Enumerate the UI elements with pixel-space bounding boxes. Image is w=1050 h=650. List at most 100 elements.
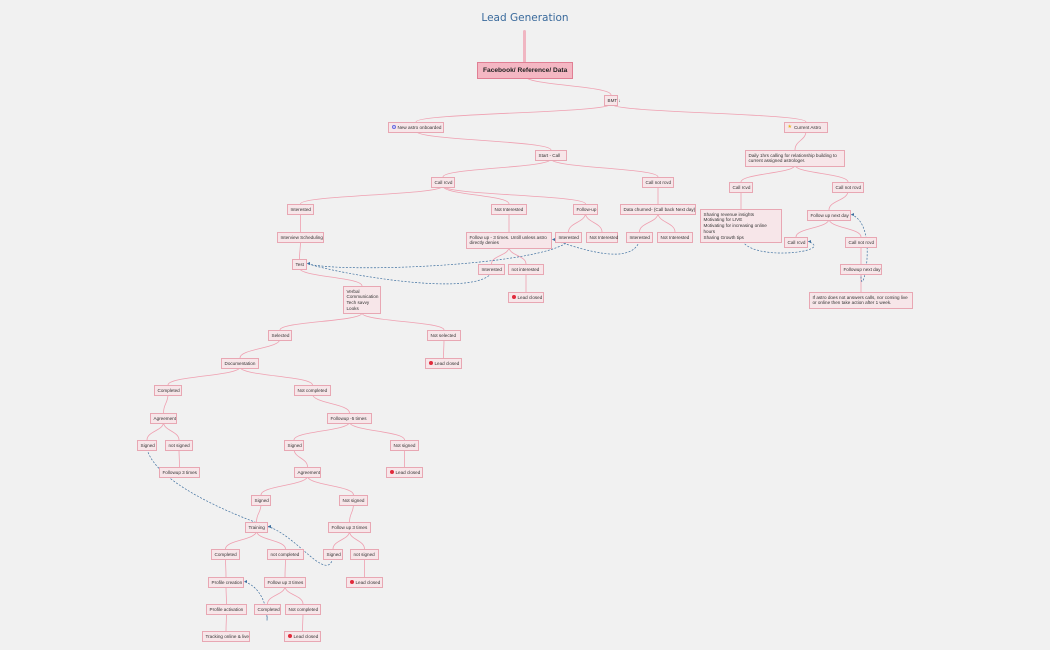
node-leadclosed5[interactable]: Lead closed bbox=[284, 631, 321, 642]
edge-daily-notrcvd2 bbox=[794, 164, 849, 183]
node-label: Signed bbox=[287, 442, 302, 448]
node-f3_int[interactable]: Interested bbox=[478, 264, 505, 275]
root-stem bbox=[523, 30, 526, 63]
node-profilecreation[interactable]: Profile creation bbox=[208, 577, 244, 588]
node-leadclosed4[interactable]: Lead closed bbox=[346, 577, 383, 588]
node-notcompleted1[interactable]: Not completed bbox=[294, 385, 331, 396]
node-notinterested[interactable]: Not Interested bbox=[491, 204, 527, 215]
node-label: not interested bbox=[511, 266, 540, 272]
node-leadclosed2[interactable]: Lead closed bbox=[425, 358, 462, 369]
node-churned[interactable]: Data churned- (Call back Next day) bbox=[620, 204, 696, 215]
node-completed1[interactable]: Completed bbox=[154, 385, 182, 396]
node-documentation[interactable]: Documentation bbox=[221, 358, 259, 369]
edge-verbal-notselected bbox=[361, 312, 445, 331]
node-leadclosed1[interactable]: Lead closed bbox=[508, 292, 544, 303]
edge-churned-ch_notint bbox=[657, 212, 676, 233]
edge-completed1-agreement1 bbox=[163, 393, 169, 414]
node-interested[interactable]: Interested bbox=[287, 204, 314, 215]
node-label: Lead closed bbox=[517, 294, 543, 300]
node-daily[interactable]: Daily 1hrs calling for relationship buil… bbox=[745, 150, 845, 167]
node-new[interactable]: New astro onboarded bbox=[388, 122, 444, 133]
node-astronote[interactable]: If astro does not answers calls, nor com… bbox=[809, 292, 913, 309]
node-signed2[interactable]: Signed bbox=[284, 440, 304, 451]
node-label: Completed bbox=[214, 551, 237, 557]
node-label: Test bbox=[295, 261, 304, 267]
node-label: Profile activation bbox=[209, 606, 244, 612]
node-label: Call not rcvd bbox=[835, 184, 862, 190]
node-notselected[interactable]: Not selected bbox=[427, 330, 461, 341]
node-profileactivation[interactable]: Profile activation bbox=[206, 604, 247, 615]
node-verbal[interactable]: Verbal Communication Tech savvy Looks bbox=[343, 286, 381, 315]
arrow-head-icon bbox=[851, 213, 854, 216]
node-notcompleted3[interactable]: Not completed bbox=[285, 604, 321, 615]
node-start[interactable]: Start - Call bbox=[535, 150, 567, 161]
edge-training-notcompleted2 bbox=[256, 530, 286, 550]
node-completed3[interactable]: Completed bbox=[254, 604, 281, 615]
node-fu_int[interactable]: Interested bbox=[555, 232, 582, 243]
node-ch_notint[interactable]: Not Interested bbox=[657, 232, 693, 243]
node-callrcvd[interactable]: Call rcvd bbox=[431, 177, 455, 188]
node-fu_notint[interactable]: Not Interested bbox=[586, 232, 618, 243]
edge-agreement1-notsigned1 bbox=[163, 421, 180, 441]
edge-followup3c-notcompleted3 bbox=[284, 585, 304, 605]
node-label: Profile creation bbox=[211, 579, 243, 585]
node-current[interactable]: ★Current Astro bbox=[784, 122, 828, 133]
node-followup_nd2[interactable]: Followup next day bbox=[840, 264, 882, 275]
node-rcvd2[interactable]: Call rcvd bbox=[729, 182, 753, 193]
node-notsigned3[interactable]: Not signed bbox=[339, 495, 368, 506]
node-callnot[interactable]: Call not rcvd bbox=[642, 177, 674, 188]
edge-training-completed2 bbox=[225, 530, 257, 550]
node-notsigned2[interactable]: Not signed bbox=[390, 440, 419, 451]
node-followup3a[interactable]: Followup 3 times bbox=[159, 467, 200, 478]
node-completed2[interactable]: Completed bbox=[211, 549, 240, 560]
node-followup[interactable]: Follow-up bbox=[573, 204, 598, 215]
edge-callrcvd-followup bbox=[442, 185, 586, 205]
node-label: Documentation bbox=[224, 360, 256, 366]
node-agreement2[interactable]: Agreement bbox=[294, 467, 321, 478]
edge-notcompleted1-followup5 bbox=[312, 393, 350, 414]
node-callrcvd3[interactable]: Call rcvd bbox=[784, 237, 808, 248]
node-notrcvd2[interactable]: Call not rcvd bbox=[832, 182, 864, 193]
node-bt[interactable]: BMT ↓ bbox=[604, 95, 621, 106]
node-selected[interactable]: Selected bbox=[268, 330, 292, 341]
node-agreement1[interactable]: Agreement bbox=[150, 413, 177, 424]
node-callnot3[interactable]: Call not rcvd bbox=[845, 237, 877, 248]
node-followup3b[interactable]: Follow up 3 times bbox=[328, 522, 371, 533]
node-label: not completed bbox=[270, 551, 300, 557]
node-sharing[interactable]: Sharing revenue insights Motivating for … bbox=[700, 209, 782, 243]
node-notcompleted2[interactable]: not completed bbox=[267, 549, 304, 560]
page-title: Lead Generation bbox=[481, 12, 569, 24]
edge-follow3-f3_notint bbox=[508, 246, 527, 265]
node-label: Not Interested bbox=[660, 234, 690, 240]
node-label: Follow up 3 times bbox=[331, 524, 368, 530]
node-interview[interactable]: Interview Scheduling bbox=[277, 232, 324, 243]
node-notsigned4[interactable]: not signed bbox=[350, 549, 379, 560]
node-label: Current Astro bbox=[793, 124, 822, 130]
node-signed4[interactable]: Signed bbox=[323, 549, 343, 560]
node-label: Tracking online & live bbox=[205, 633, 250, 639]
node-ch_int[interactable]: Interested bbox=[626, 232, 653, 243]
node-follow3[interactable]: Follow up - 3 times. Untill unless astro… bbox=[466, 232, 552, 249]
node-label: Completed bbox=[157, 387, 180, 393]
edge-followup_nd-callrcvd3 bbox=[795, 218, 830, 238]
node-label: Not Interested bbox=[589, 234, 619, 240]
node-signed1[interactable]: Signed bbox=[137, 440, 157, 451]
node-tracking[interactable]: Tracking online & live bbox=[202, 631, 250, 642]
node-label: Lead closed bbox=[293, 633, 319, 639]
arrow-head-icon bbox=[244, 580, 247, 583]
node-followup3c[interactable]: Follow up 3 times bbox=[264, 577, 306, 588]
node-label: not signed bbox=[168, 442, 190, 448]
node-f3_notint[interactable]: not interested bbox=[508, 264, 544, 275]
node-followup_nd[interactable]: Follow up next day bbox=[807, 210, 851, 221]
node-root[interactable]: Facebook/ Reference/ Data bbox=[477, 62, 573, 79]
node-test[interactable]: Test bbox=[292, 259, 307, 270]
dashed-edge-f3_int-test bbox=[306, 263, 492, 285]
red-dot-icon bbox=[389, 470, 394, 475]
node-followup5[interactable]: Followup -5 times bbox=[327, 413, 372, 424]
node-signed3[interactable]: Signed bbox=[251, 495, 271, 506]
node-leadclosed3[interactable]: Lead closed bbox=[386, 467, 423, 478]
node-training[interactable]: Training bbox=[245, 522, 268, 533]
edge-followup_nd-callnot3 bbox=[828, 218, 862, 238]
node-notsigned1[interactable]: not signed bbox=[165, 440, 193, 451]
